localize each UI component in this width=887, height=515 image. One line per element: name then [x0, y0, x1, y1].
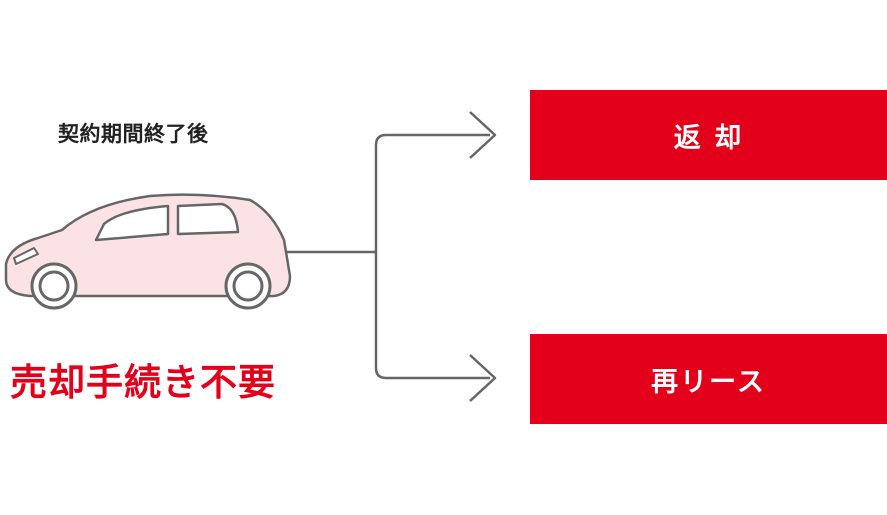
car-hub-front — [38, 270, 70, 302]
car-icon — [4, 193, 292, 310]
car-window-rear — [176, 202, 240, 236]
chevron-right-icon — [469, 111, 497, 159]
option-re-lease: 再リース — [530, 334, 887, 424]
branch-lines — [287, 133, 490, 380]
option-re-lease-label: 再リース — [651, 366, 766, 398]
chevron-right-icon — [469, 354, 497, 402]
car-hub-rear — [232, 270, 264, 302]
headline-no-sale-procedure: 売却手続き不要 — [10, 361, 276, 404]
car-window-front — [94, 204, 170, 242]
car-headlight — [13, 247, 39, 265]
option-return: 返 却 — [530, 90, 887, 180]
option-return-label: 返 却 — [673, 122, 744, 154]
caption-contract-end: 契約期間終了後 — [58, 122, 209, 146]
